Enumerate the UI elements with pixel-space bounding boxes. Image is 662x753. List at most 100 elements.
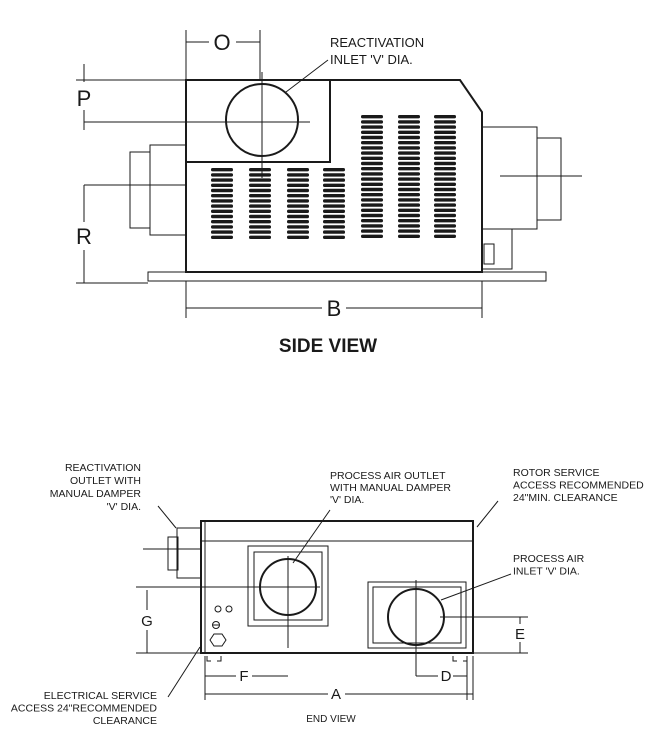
louver-slot <box>398 151 420 155</box>
louver-slot <box>361 208 383 212</box>
louver-slot <box>323 199 345 203</box>
process-outlet-line: WITH MANUAL DAMPER <box>330 482 451 494</box>
louver-slot <box>287 168 309 172</box>
dim-e-label: E <box>515 626 525 643</box>
louver-slot <box>434 224 456 228</box>
louver-slot <box>211 204 233 208</box>
louver-slot <box>211 230 233 234</box>
rotor-service-line: ROTOR SERVICE <box>513 467 600 479</box>
louver-slot <box>434 161 456 166</box>
louver-slot <box>287 199 309 203</box>
louver-slot <box>211 168 233 172</box>
side-base-plate <box>147 271 547 282</box>
louver-slot <box>398 125 420 129</box>
louver-slot <box>398 141 420 145</box>
louver-slot <box>434 219 456 223</box>
louver-slot <box>361 115 383 119</box>
louver-slot <box>211 183 233 187</box>
louver-slot <box>211 214 233 219</box>
end-hex-fitting <box>209 633 227 647</box>
louver-slot <box>434 193 456 197</box>
electrical-service-line: ACCESS 24"RECOMMENDED <box>11 703 158 715</box>
louver-slot <box>398 156 420 160</box>
dim-p-label: P <box>77 86 92 111</box>
louver-slot <box>361 135 383 140</box>
louver-slot <box>323 220 345 224</box>
louver-slot <box>361 198 383 202</box>
louver-slot <box>323 183 345 187</box>
louver-slot <box>249 188 271 193</box>
louver-slot <box>434 177 456 181</box>
louver-slot <box>249 178 271 182</box>
louver-slot <box>287 178 309 182</box>
louver-slot <box>398 177 420 181</box>
louver-slot <box>434 208 456 212</box>
louver-slot <box>287 204 309 208</box>
louver-slot <box>249 209 271 213</box>
louver-slot <box>398 198 420 202</box>
louver-slot <box>361 224 383 228</box>
louver-slot <box>398 224 420 228</box>
louver-slot <box>361 229 383 233</box>
louver-slot <box>434 234 456 238</box>
end-switch <box>212 621 220 629</box>
louver-slot <box>361 156 383 160</box>
louver-slot <box>287 214 309 219</box>
louver-slot <box>249 194 271 198</box>
louver-slot <box>249 173 271 177</box>
process-inlet-line: PROCESS AIR <box>513 553 585 565</box>
louver-slot <box>323 214 345 219</box>
side-right-duct <box>481 126 538 230</box>
louver-slot <box>323 173 345 177</box>
louver-slot <box>211 225 233 229</box>
dim-a-label: A <box>331 686 341 703</box>
louver-slot <box>287 188 309 193</box>
louver-slot <box>361 146 383 150</box>
dim-f-label: F <box>239 668 248 685</box>
louver-slot <box>398 193 420 197</box>
louver-slot <box>287 209 309 213</box>
louver-slot <box>361 161 383 166</box>
end-reactivation-duct <box>176 527 202 579</box>
louver-slot <box>249 225 271 229</box>
louver-slot <box>249 199 271 203</box>
louver-slot <box>287 235 309 239</box>
louver-slot <box>398 161 420 166</box>
louver-slot <box>434 115 456 119</box>
dim-r-label: R <box>76 224 92 249</box>
side-view: O P R B REACTIVATION INLET 'V' DIA. SIDE… <box>76 30 582 357</box>
louver-slot <box>398 120 420 124</box>
louver-slot <box>211 209 233 213</box>
louver-slot <box>398 229 420 233</box>
louver-slot <box>323 188 345 193</box>
side-view-title: SIDE VIEW <box>279 336 377 357</box>
louver-slot <box>249 235 271 239</box>
louver-slot <box>211 199 233 203</box>
louver-slot <box>434 151 456 155</box>
louver-slot <box>287 183 309 187</box>
louver-slot <box>211 188 233 193</box>
louver-slot <box>211 220 233 224</box>
louver-slot <box>434 141 456 145</box>
louver-slot <box>361 120 383 124</box>
louver-slot <box>287 225 309 229</box>
louver-slot <box>398 187 420 192</box>
louver-slot <box>398 203 420 207</box>
end-view-title: END VIEW <box>306 714 356 725</box>
rotor-service-line: 24"MIN. CLEARANCE <box>513 492 618 504</box>
louver-slot <box>398 146 420 150</box>
louver-slot <box>434 213 456 218</box>
louver-slot <box>361 203 383 207</box>
dim-o-label: O <box>213 30 230 55</box>
louver-slot <box>211 235 233 239</box>
louver-slot <box>398 135 420 140</box>
side-left-duct <box>129 151 151 229</box>
louver-slot <box>323 235 345 239</box>
dim-g-label: G <box>141 613 153 630</box>
louver-slot <box>287 220 309 224</box>
process-inlet-line: INLET 'V' DIA. <box>513 566 580 578</box>
